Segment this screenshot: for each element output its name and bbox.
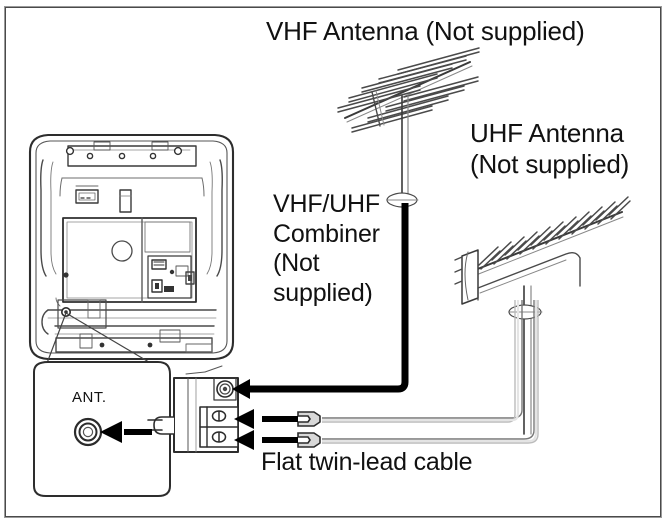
spade-lug-terminals xyxy=(297,411,321,448)
coaxial-down-lead xyxy=(250,203,409,393)
arrow-to-screw-terminals xyxy=(234,409,254,450)
label-vhf-uhf-combiner: VHF/UHF Combiner (Not supplied) xyxy=(273,190,380,307)
twin-lead-black-segments xyxy=(262,416,298,443)
combiner-box xyxy=(147,365,239,453)
flat-twin-lead-cable xyxy=(322,300,539,444)
ant-jack xyxy=(73,417,103,447)
label-vhf-antenna: VHF Antenna (Not supplied) xyxy=(266,16,585,46)
label-flat-twin-lead-cable: Flat twin-lead cable xyxy=(261,448,473,476)
arrow-to-coax-terminal xyxy=(232,379,250,399)
arrow-to-ant-jack-head xyxy=(100,421,122,443)
tv-back-panel xyxy=(28,133,235,361)
vhf-yagi-antenna xyxy=(337,47,480,208)
label-uhf-antenna: UHF Antenna (Not supplied) xyxy=(470,118,630,179)
uhf-yagi-antenna xyxy=(454,196,631,435)
label-ant-port: ANT. xyxy=(72,389,107,406)
ant-detail-box xyxy=(33,361,171,497)
